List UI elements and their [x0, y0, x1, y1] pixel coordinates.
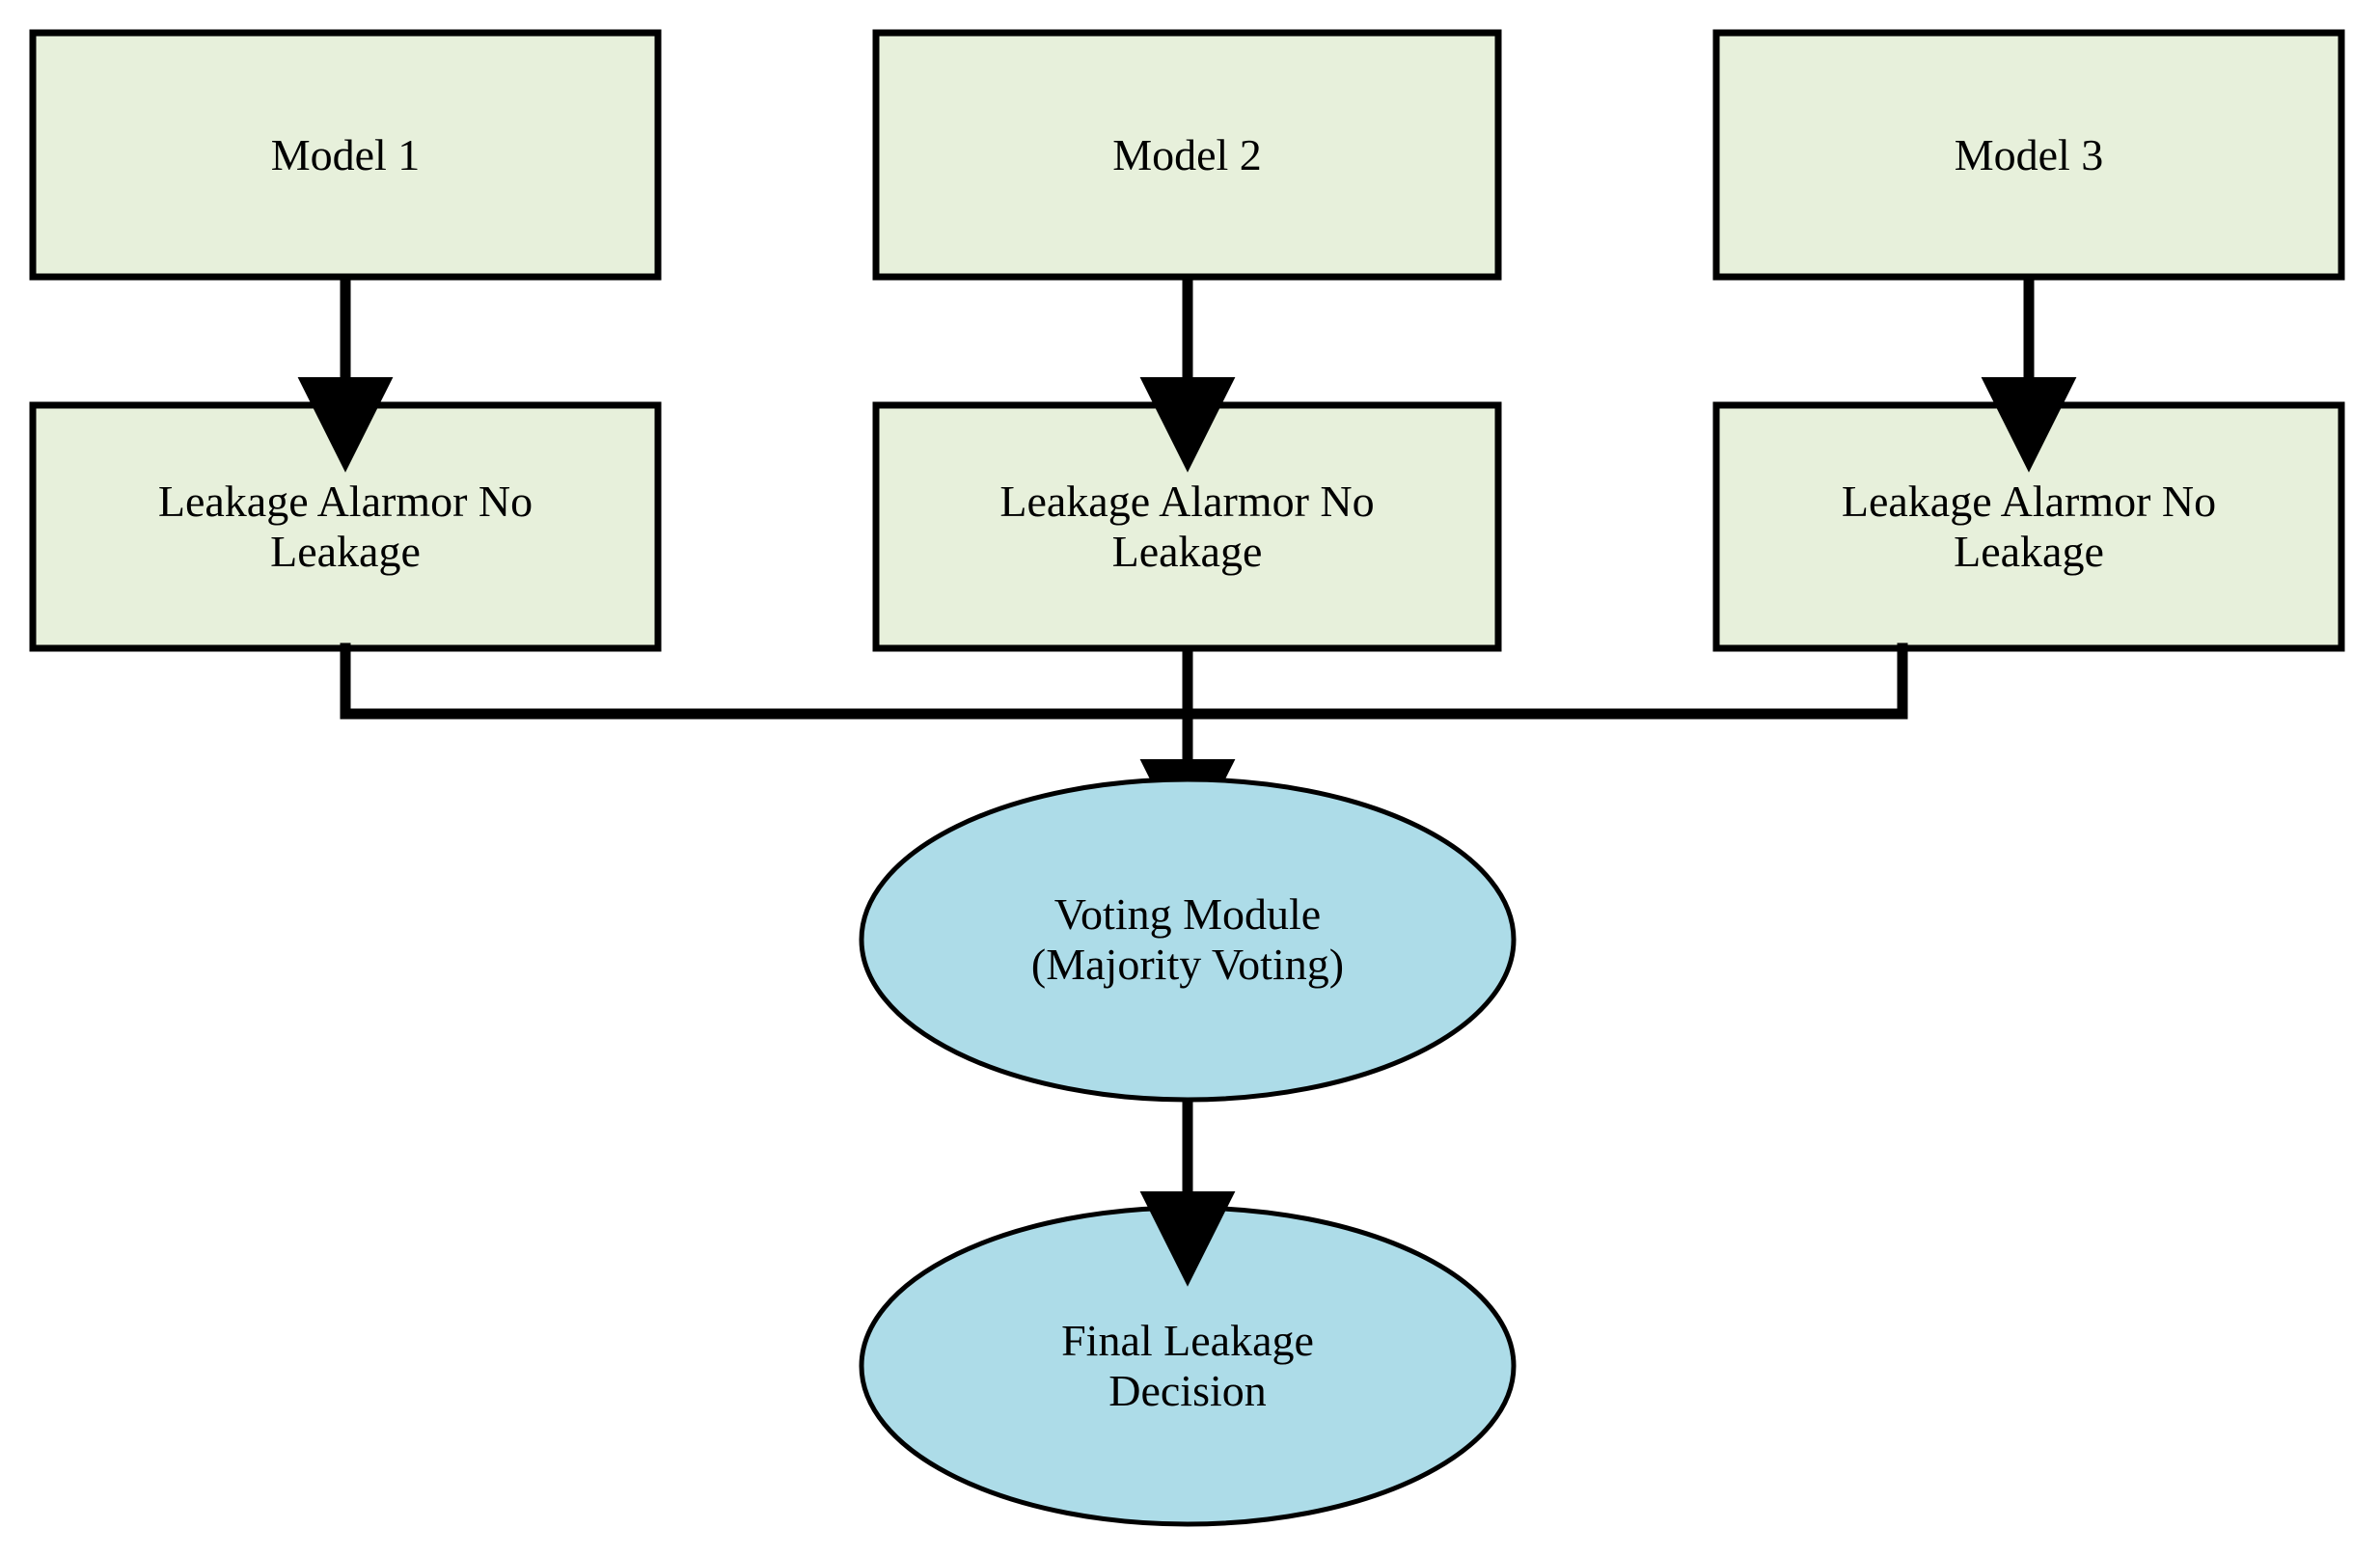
connector-output3-to-bus-icon	[1182, 642, 1908, 720]
model-1-box[interactable]	[29, 29, 662, 281]
output-1-box[interactable]	[29, 401, 662, 652]
model-2-box[interactable]	[872, 29, 1502, 281]
model-3-box[interactable]	[1712, 29, 2345, 281]
output-2-box[interactable]	[872, 401, 1502, 652]
voting-module-ellipse[interactable]	[859, 777, 1517, 1103]
final-decision-ellipse[interactable]	[859, 1205, 1517, 1527]
output-3-box[interactable]	[1712, 401, 2345, 652]
connector-output1-to-bus-icon	[340, 642, 1193, 720]
